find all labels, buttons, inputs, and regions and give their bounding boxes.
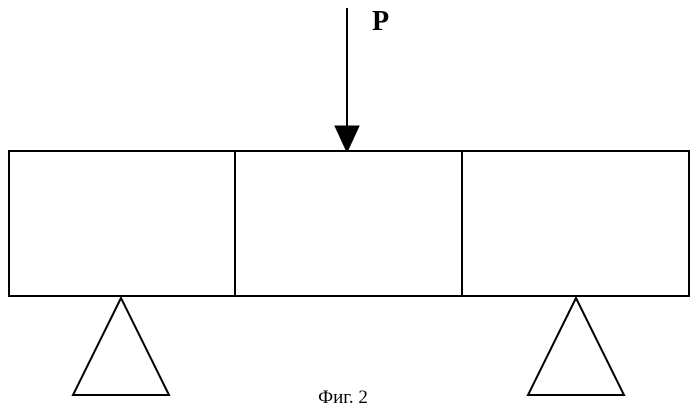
beam [9,151,689,296]
force-arrow [335,8,359,152]
force-label: P [372,6,389,37]
beam-segment-left [9,151,235,296]
support-left [73,298,169,395]
force-arrow-head [335,126,359,152]
figure-caption: Фиг. 2 [318,387,368,408]
support-right [528,298,624,395]
beam-segment-middle [235,151,462,296]
beam-segment-right [462,151,689,296]
